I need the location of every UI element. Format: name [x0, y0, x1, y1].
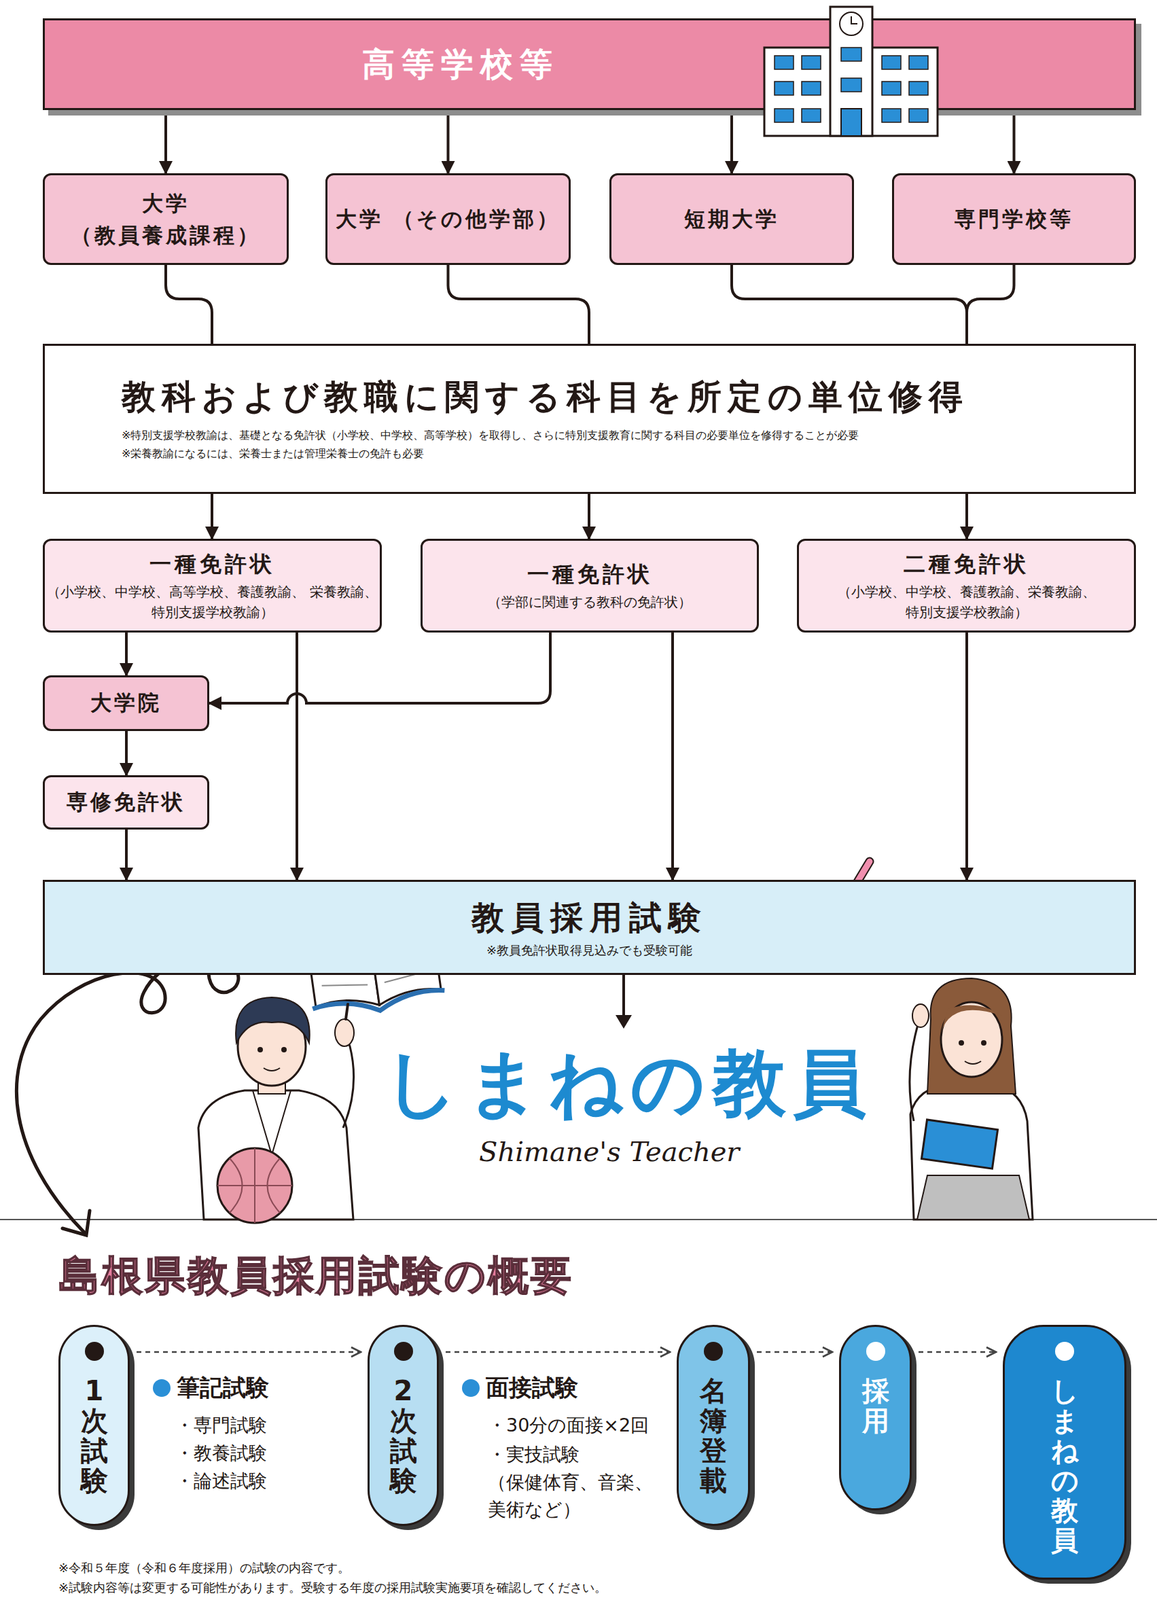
node-title: 1次試験 [80, 1375, 109, 1496]
page-heading: しまねの教員 [383, 1034, 874, 1134]
school-box: 専門学校等 [892, 173, 1136, 265]
step-dot [703, 1341, 723, 1361]
exam-box: 教員採用試験 ※教員免許状取得見込みでも受験可能 [42, 879, 1136, 975]
node-title: 2次試験 [389, 1375, 418, 1496]
node-note: ※教員免許状取得見込みでも受験可能 [486, 942, 693, 959]
node-note: （学部に関連する教科の免許状） [487, 591, 692, 613]
grad-school-box: 大学院 [42, 675, 210, 732]
node-note: ※特別支援学校教諭は、基礎となる免許状（小学校、中学校、高等学校）を取得し、さら… [121, 425, 859, 445]
node-title: 教科および教職に関する科目を所定の単位修得 [121, 375, 969, 420]
node-title: 教員採用試験 [471, 896, 708, 939]
item-text: ・実技試験 （保健体育、音楽、 美術など） [487, 1440, 658, 1524]
item-heading: 面接試験 [485, 1372, 579, 1404]
requirement-box: 教科および教職に関する科目を所定の単位修得 ※特別支援学校教諭は、基礎となる免許状… [42, 343, 1136, 494]
license-box: 一種免許状（学部に関連する教科の免許状） [420, 538, 759, 633]
dashed-arrow [918, 1351, 996, 1354]
flow-arrow [295, 632, 299, 880]
node-title: 一種免許状 [149, 548, 276, 580]
node-title: 大学 （その他学部） [335, 203, 562, 236]
step-pill: 2次試験 [367, 1324, 439, 1526]
step-pill: 採用 [839, 1324, 912, 1511]
item-heading: 筆記試験 [176, 1372, 270, 1404]
node-title: 専門学校等 [954, 203, 1074, 236]
license-box: 専修免許状 [42, 775, 210, 830]
node-title: 短期大学 [684, 203, 780, 236]
flow-arrow [966, 264, 1015, 344]
flow-arrow [125, 632, 128, 676]
flow-arrow [125, 829, 128, 880]
flow-arrow [587, 493, 591, 539]
step-pill: しまねの教員 [1002, 1324, 1127, 1580]
flow-arrow [965, 493, 969, 539]
step-dot [866, 1341, 886, 1361]
item-text: ・専門試験 [175, 1413, 267, 1438]
footnote: ※試験内容等は変更する可能性があります。受験する年度の採用試験実施要項を確認して… [58, 1579, 607, 1596]
node-title: 大学院 [90, 688, 162, 718]
down-arrowhead [615, 1015, 632, 1029]
node-note: （小学校、中学校、養護教諭、栄養教諭、 特別支援学校教諭） [798, 581, 1134, 623]
item-text: ・教養試験 [175, 1440, 267, 1466]
subtitle: Shimane's Teacher [478, 1135, 740, 1168]
flow-arrow [1012, 110, 1016, 174]
bullet-dot [152, 1379, 171, 1397]
swirl-arrowhead [62, 1210, 90, 1236]
flow-arrow [125, 731, 128, 776]
down-arrow [622, 974, 626, 1020]
node-title: 採用 [862, 1375, 890, 1436]
step-pill: 1次試験 [58, 1324, 130, 1526]
flow-arrow [730, 110, 734, 174]
flow-arrow [209, 632, 551, 704]
step-dot [1055, 1341, 1075, 1361]
step-dot [84, 1341, 104, 1361]
flow-arrow [731, 264, 967, 344]
node-title: 一種免許状 [527, 559, 653, 590]
teacher-man [198, 997, 354, 1223]
node-title: しまねの教員 [1051, 1375, 1079, 1556]
license-box: 二種免許状（小学校、中学校、養護教諭、栄養教諭、 特別支援学校教諭） [796, 538, 1136, 633]
flow-arrow [210, 493, 214, 539]
flow-arrow [164, 110, 168, 174]
dashed-arrow [136, 1351, 361, 1354]
node-title: 高等学校等 [362, 42, 560, 87]
flow-arrow [448, 264, 590, 344]
school-box: 短期大学 [609, 173, 854, 265]
dashed-arrow [445, 1351, 670, 1354]
flow-arrow [447, 110, 450, 174]
node-note: ※栄養教諭になるには、栄養士または管理栄養士の免許も必要 [121, 444, 424, 463]
flow-arrow [671, 632, 674, 880]
bullet-dot [461, 1379, 480, 1397]
license-box: 一種免許状（小学校、中学校、高等学校、養護教諭、 栄養教諭、特別支援学校教諭） [42, 538, 382, 633]
swirl-arrow [16, 945, 271, 1234]
dashed-arrow [756, 1351, 833, 1354]
step-dot [394, 1341, 414, 1361]
top-band: 高等学校等 [42, 18, 1136, 111]
school-box: 大学 （その他学部） [325, 173, 571, 265]
flow-arrow [165, 264, 212, 344]
teacher-woman [909, 978, 1033, 1220]
step-pill: 名簿登載 [676, 1324, 751, 1526]
node-title: 専修免許状 [66, 788, 186, 817]
section-title: 島根県教員採用試験の概要 [59, 1248, 574, 1304]
node-title: 二種免許状 [903, 548, 1030, 580]
footnote: ※令和５年度（令和６年度採用）の試験の内容です。 [58, 1559, 350, 1577]
item-text: ・30分の面接×2回 [487, 1413, 649, 1438]
school-box: 大学 （教員養成課程） [42, 173, 289, 265]
flow-arrow [965, 632, 969, 880]
node-title: 大学 （教員養成課程） [44, 187, 287, 251]
node-title: 名簿登載 [699, 1375, 727, 1496]
node-note: （小学校、中学校、高等学校、養護教諭、 栄養教諭、特別支援学校教諭） [44, 581, 380, 623]
item-text: ・論述試験 [175, 1468, 267, 1494]
separator-line [0, 1218, 1157, 1221]
